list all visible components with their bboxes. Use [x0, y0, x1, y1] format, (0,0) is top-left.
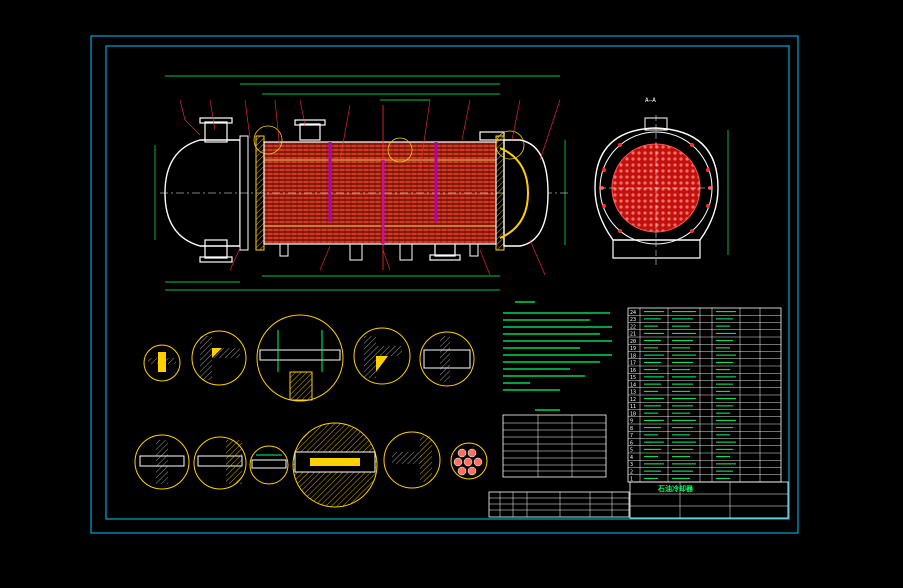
bom-item-number: 13 [630, 390, 636, 396]
bom-item-number: 15 [630, 375, 636, 381]
bom-item-number: 20 [630, 339, 636, 345]
bom-item-number: 14 [630, 382, 636, 388]
bom-item-number: 10 [630, 411, 636, 417]
section-label: A—A [645, 97, 656, 104]
bom-item-number: 6 [630, 440, 633, 446]
title-block-name: 石油冷却器 [657, 484, 694, 493]
bom-item-number: 17 [630, 361, 636, 367]
bom-item-number: 8 [630, 426, 633, 432]
bom-item-number: 21 [630, 332, 636, 338]
nozzle-table [488, 491, 630, 518]
detail-views [134, 314, 488, 508]
bom-item-number: 2 [630, 469, 633, 475]
bom-item-number: 7 [630, 433, 633, 439]
bom-item-number: 18 [630, 353, 636, 359]
section-view: A—A [594, 97, 729, 265]
bom-item-number: 16 [630, 368, 636, 374]
design-data-table [502, 409, 607, 478]
bom-item-number: 1 [630, 477, 633, 483]
bom-item-number: 22 [630, 324, 636, 330]
technical-notes [503, 301, 612, 391]
exchanger-elevation-view [154, 75, 570, 291]
bom-item-number: 19 [630, 346, 636, 352]
bom-item-number: 9 [630, 419, 633, 425]
bom-item-number: 12 [630, 397, 636, 403]
bom-item-number: 3 [630, 462, 633, 468]
title-block: 石油冷却器 [629, 481, 789, 519]
bom-item-number: 5 [630, 448, 633, 454]
drawing-frame [90, 35, 799, 534]
bom-item-number: 23 [630, 317, 636, 323]
bom-item-number: 24 [630, 310, 636, 316]
bom-item-number: 11 [630, 404, 636, 410]
bom-item-number: 4 [630, 455, 633, 461]
